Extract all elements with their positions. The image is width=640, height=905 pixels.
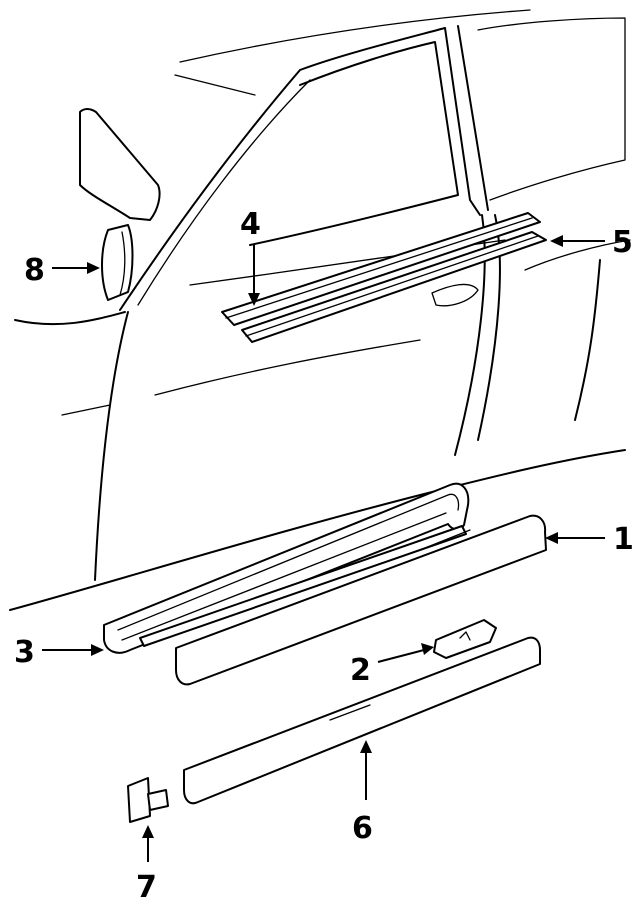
callout-2: 2: [350, 643, 434, 688]
vehicle-body: [9, 9, 631, 611]
belt-molding-5: [241, 231, 547, 343]
callout-4: 4: [240, 207, 261, 306]
molding-clip-2: [433, 619, 497, 659]
end-cap-7: [127, 777, 169, 823]
side-molding-1: [175, 514, 547, 686]
callout-1: 1: [545, 522, 634, 557]
callout-label-4: 4: [240, 207, 261, 242]
lower-molding-6: [183, 636, 541, 805]
callout-8: 8: [24, 253, 100, 288]
callout-label-1: 1: [613, 522, 634, 557]
callout-3: 3: [14, 635, 104, 670]
callout-6: 6: [352, 740, 373, 846]
belt-molding-4: [221, 212, 541, 326]
callout-label-5: 5: [612, 225, 633, 260]
molding-seal-3: [103, 482, 470, 654]
mirror-assembly: [79, 108, 161, 301]
callout-label-2: 2: [350, 653, 371, 688]
callout-label-7: 7: [136, 870, 157, 905]
callout-label-8: 8: [24, 253, 45, 288]
callout-label-3: 3: [14, 635, 35, 670]
callout-label-6: 6: [352, 811, 373, 846]
callout-7: 7: [136, 825, 157, 905]
callout-5: 5: [550, 225, 633, 260]
